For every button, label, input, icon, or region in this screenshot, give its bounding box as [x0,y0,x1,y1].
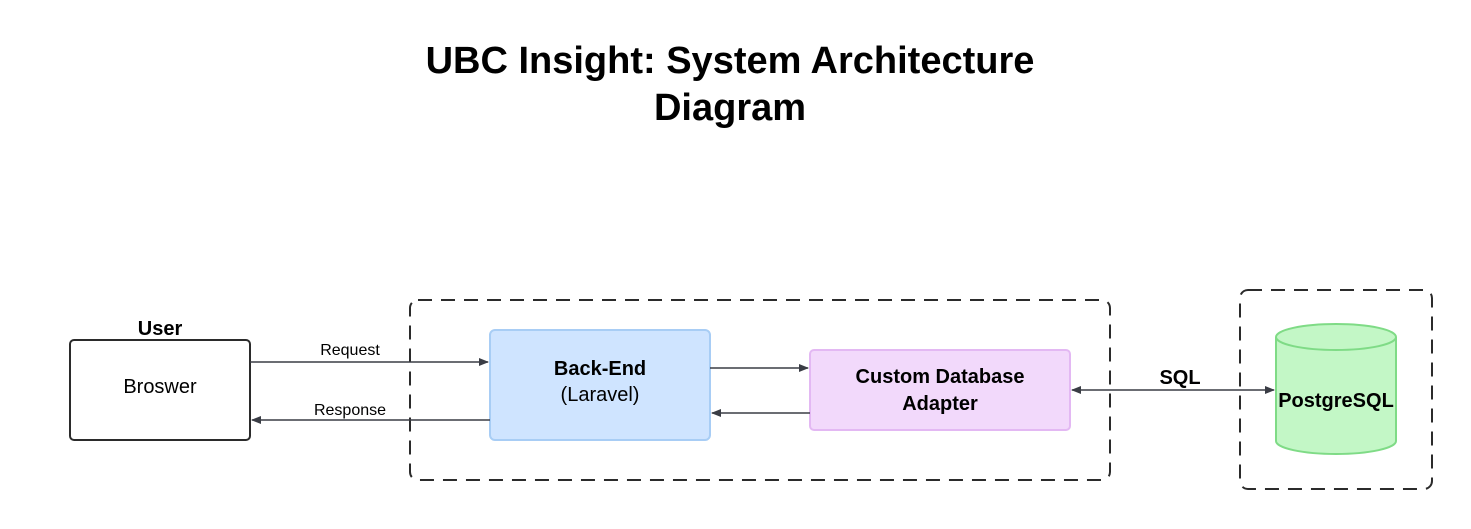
diagram-title: UBC Insight: System Architecture Diagram [330,38,1130,132]
adapter-label-line1: Custom Database [856,366,1025,388]
sql-label: SQL [1159,367,1200,389]
response-label: Response [314,402,386,419]
user-label: User [138,318,183,340]
backend-node [489,329,711,441]
database-node [1275,323,1397,455]
database-label: PostgreSQL [1278,390,1394,412]
browser-node [69,339,251,441]
adapter-node [809,349,1071,431]
backend-label-framework: (Laravel) [561,384,640,406]
database-boundary [1239,289,1433,490]
browser-label: Broswer [123,376,197,398]
request-label: Request [320,342,380,359]
diagram-title-line2: Diagram [653,87,807,129]
diagram-title-line1: UBC Insight: System Architecture [425,40,1035,82]
adapter-label-line2: Adapter [902,393,978,415]
backend-label-title: Back-End [554,358,646,380]
